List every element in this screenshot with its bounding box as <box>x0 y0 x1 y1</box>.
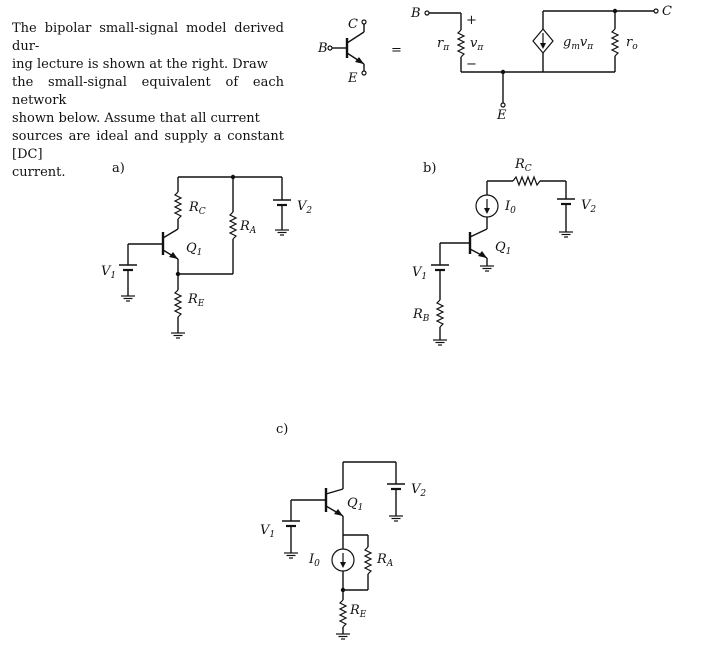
q1-label: Q1 <box>347 496 363 513</box>
v-pi-label: vπ <box>470 36 484 53</box>
v1-label: V1 <box>101 264 116 281</box>
terminal-node <box>424 10 430 16</box>
r-pi-label: rπ <box>437 36 450 53</box>
problem-statement: The bipolar small-signal model derived d… <box>12 20 284 182</box>
model-terminal-b-label: B <box>410 6 421 21</box>
problem-line: shown below. Assume that all current <box>12 111 260 126</box>
bjt-terminal-b-label: B <box>317 41 328 56</box>
terminal-node <box>500 102 506 108</box>
emitter-arrow-icon <box>478 251 487 258</box>
ground-icon <box>274 229 290 236</box>
v2-label: V2 <box>297 199 312 216</box>
ground-icon <box>335 633 351 640</box>
small-signal-model: B rπ + vπ − E gmvπ C ro <box>410 4 672 123</box>
current-arrow-icon <box>340 562 346 568</box>
emitter-arrow-icon <box>169 252 178 259</box>
current-arrow-icon <box>484 208 490 214</box>
terminal-node <box>327 45 333 51</box>
ra-label: RA <box>376 552 394 569</box>
r-pi-resistor <box>456 29 466 58</box>
ra-label: RA <box>239 219 257 236</box>
circuit-b: b) RC I0 Q1 V1 RB <box>412 157 596 346</box>
terminal-node <box>653 8 659 14</box>
q1-label: Q1 <box>186 241 202 258</box>
terminal-node <box>361 19 367 25</box>
v-pi-minus: − <box>466 57 477 72</box>
problem-line: sources are ideal and supply a constant … <box>12 129 284 162</box>
ground-icon <box>283 552 299 559</box>
ground-icon <box>120 295 136 302</box>
re-label: RE <box>187 292 205 309</box>
circuit-c: c) V2 Q1 V1 I0 <box>260 422 426 640</box>
resistor-rc <box>173 191 183 220</box>
circuit-c-label: c) <box>276 422 288 437</box>
current-arrow-icon <box>540 43 546 49</box>
v2-label: V2 <box>581 198 596 215</box>
problem-line: ing lecture is shown at the right. Draw <box>12 57 268 72</box>
terminal-node <box>361 70 367 76</box>
circuit-a-label: a) <box>112 161 125 176</box>
model-terminal-e-label: E <box>496 108 507 123</box>
emitter-arrow-icon <box>355 57 364 64</box>
i0-label: I0 <box>308 552 320 569</box>
v1-label: V1 <box>412 265 427 282</box>
model-terminal-c-label: C <box>662 4 672 19</box>
resistor-re <box>173 289 183 318</box>
rc-label: RC <box>514 157 532 174</box>
resistor-ra <box>228 211 238 240</box>
resistor-rb <box>435 299 445 328</box>
circuit-a: a) RC Q1 V1 RE RA <box>101 161 312 339</box>
problem-line: the small-signal equivalent of each netw… <box>12 75 284 108</box>
ground-icon <box>479 265 495 272</box>
resistor-ra <box>363 546 373 575</box>
rc-label: RC <box>188 200 206 217</box>
circuit-b-label: b) <box>423 161 436 176</box>
ground-icon <box>432 339 448 346</box>
v-pi-plus: + <box>466 13 477 28</box>
v1-label: V1 <box>260 523 275 540</box>
bjt-terminal-c-label: C <box>348 17 358 32</box>
gm-v-pi-label: gmvπ <box>563 35 594 52</box>
i0-label: I0 <box>504 199 516 216</box>
r-o-label: ro <box>626 35 638 52</box>
bjt-symbol: B C E <box>317 17 367 86</box>
problem-line: current. <box>12 165 66 180</box>
q1-label: Q1 <box>495 240 511 257</box>
bjt-terminal-e-label: E <box>347 71 358 86</box>
emitter-arrow-icon <box>334 509 343 516</box>
equals-sign: = <box>391 43 402 58</box>
rb-label: RB <box>412 307 430 324</box>
ground-icon <box>388 515 404 522</box>
resistor-rc <box>512 175 541 187</box>
v2-label: V2 <box>411 482 426 499</box>
ground-icon <box>558 231 574 238</box>
r-o-resistor <box>610 28 620 57</box>
re-label: RE <box>349 603 367 620</box>
ground-icon <box>170 332 186 339</box>
resistor-re <box>338 599 348 628</box>
problem-line: The bipolar small-signal model derived d… <box>12 21 284 54</box>
